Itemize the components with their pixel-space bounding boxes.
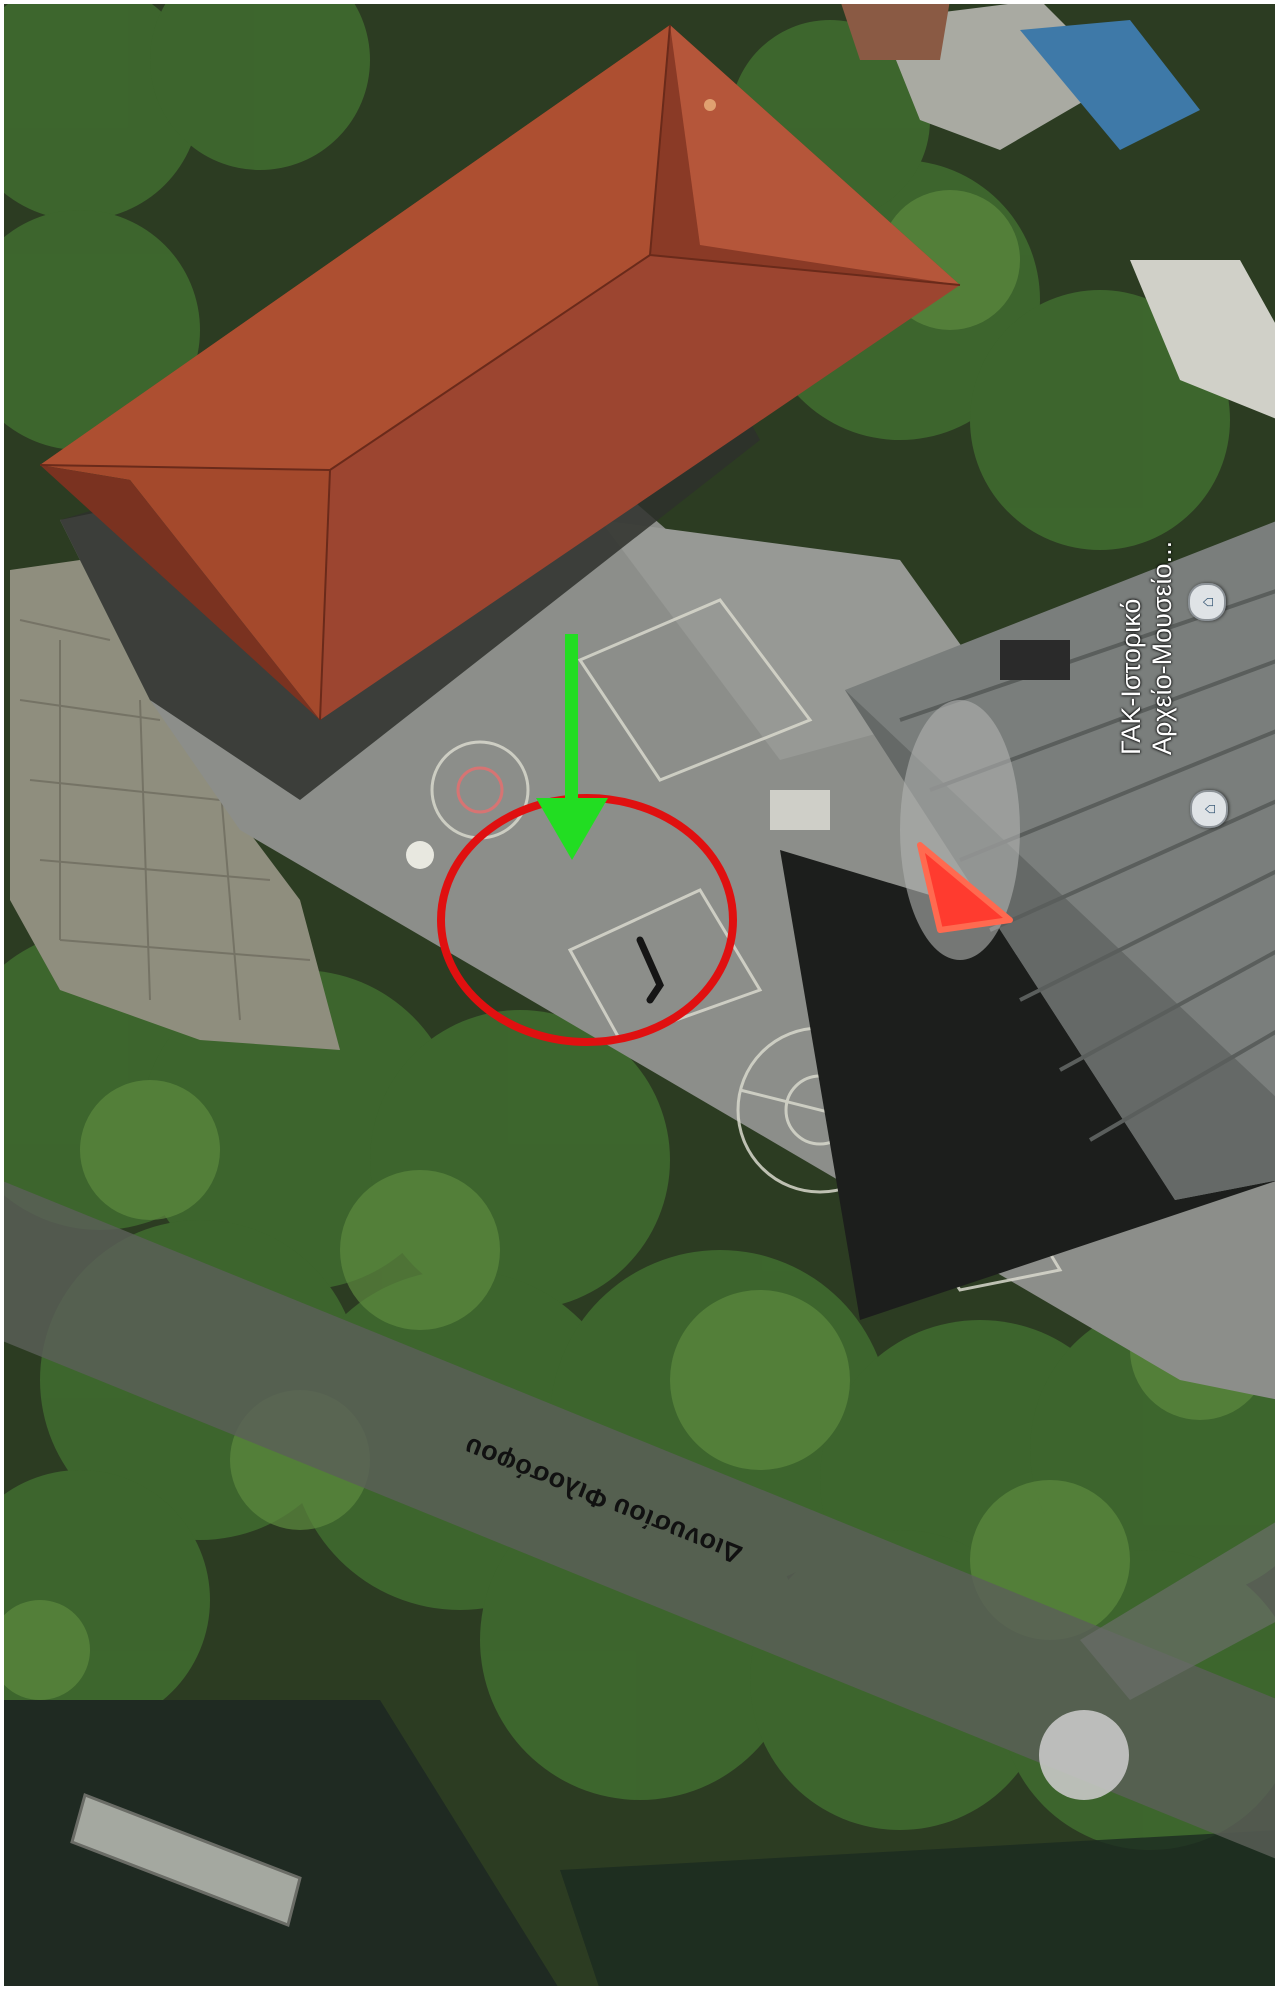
stone-wall	[10, 560, 340, 1050]
red-roof-building	[39, 24, 961, 721]
location-marker	[917, 842, 1013, 933]
green-arrow	[536, 634, 608, 860]
road	[0, 1180, 1279, 1860]
museum-icon: ⌂	[1190, 790, 1228, 828]
poi-label-line1: ΓΑΚ-Ιστορικό	[1116, 598, 1146, 755]
poi-label-line2: Αρχείο-Μουσείο...	[1147, 540, 1177, 755]
museum-icon: ⌂	[1188, 583, 1226, 621]
poi-museum-1[interactable]: ⌂	[1188, 583, 1226, 621]
water-body	[0, 1700, 560, 1990]
poi-museum-2[interactable]: ⌂	[1190, 790, 1228, 828]
poi-museum-1-label[interactable]: ΓΑΚ-Ιστορικό Αρχείο-Μουσείο...	[1116, 541, 1178, 755]
dock	[70, 1793, 302, 1928]
